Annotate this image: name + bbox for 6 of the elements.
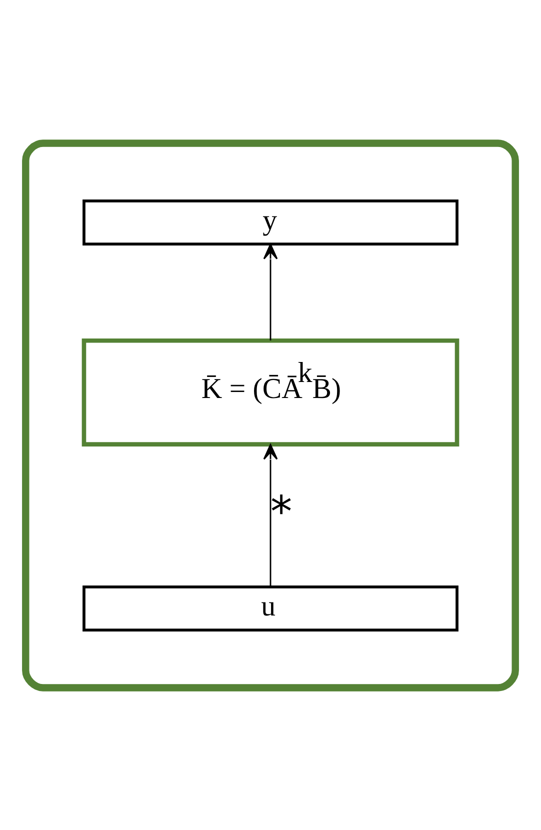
- arrow: [263, 443, 278, 586]
- cluster: [22, 139, 519, 691]
- arrow: [263, 243, 278, 340]
- edge-label: *: [270, 486, 292, 537]
- node-box: u: [82, 584, 458, 632]
- node-box: y: [82, 198, 458, 246]
